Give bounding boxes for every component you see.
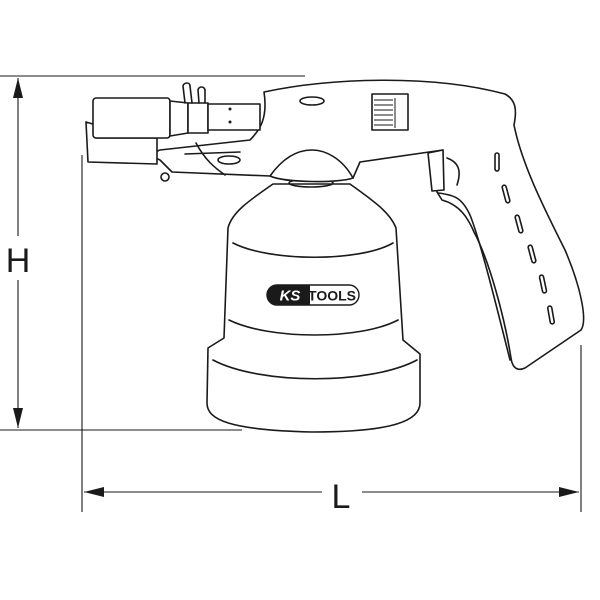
cartridge-dome: [269, 149, 354, 183]
arrow-up-icon: [13, 78, 23, 98]
height-dimension: H: [0, 75, 305, 431]
ks-tools-logo: KS TOOLS: [266, 284, 360, 306]
handle-grip-slots: [494, 152, 556, 325]
burner-nozzle: [85, 82, 261, 182]
length-label: L: [332, 478, 351, 516]
height-label: H: [6, 242, 31, 280]
arrow-left-icon: [84, 487, 104, 497]
torch-head: [154, 79, 585, 371]
gas-cartridge: [206, 178, 421, 433]
logo-ks: KS: [280, 288, 301, 305]
logo-tools: TOOLS: [308, 288, 356, 304]
length-dimension: L: [81, 155, 582, 516]
trigger: [427, 149, 445, 192]
arrow-down-icon: [13, 408, 23, 428]
arrow-right-icon: [559, 487, 579, 497]
